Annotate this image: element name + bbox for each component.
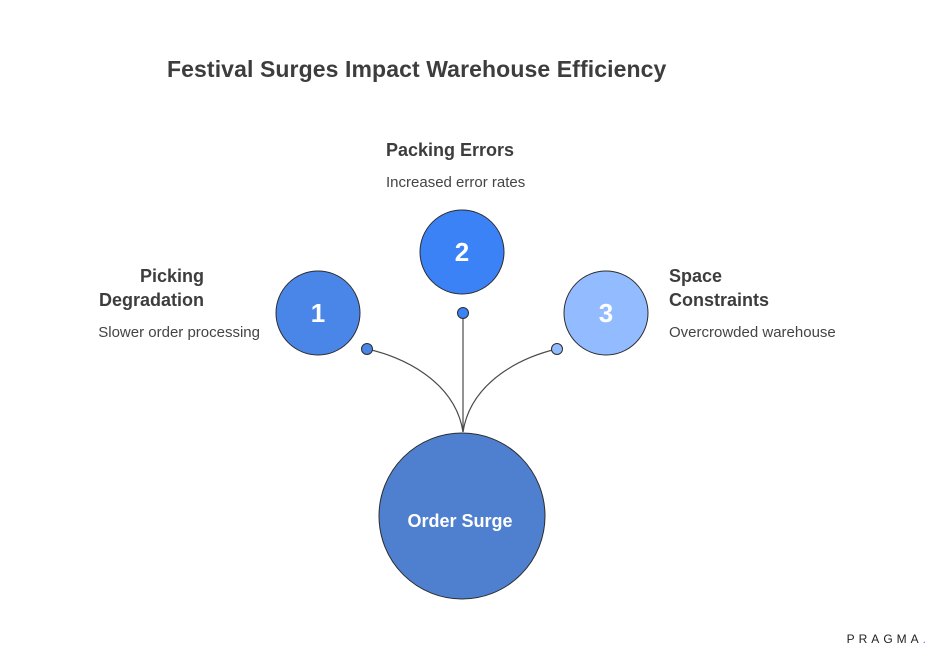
center-label: Order Surge [407,511,512,531]
item-description-3: Overcrowded warehouse [669,324,836,341]
brand-text: PRAGMA [846,632,923,646]
item-heading-3-line2: Constraints [669,290,770,310]
page-title: Festival Surges Impact Warehouse Efficie… [167,56,667,82]
item-heading-3: Space Constraints [669,264,769,312]
connector-dot-2 [457,307,469,319]
brand-logo: PRAGMA. [847,632,926,646]
item-description-2: Increased error rates [386,174,526,191]
brand-dot: . [922,632,926,646]
item-circle-2 [419,209,505,295]
connector-3 [462,348,558,433]
item-heading-1: Picking Degradation [20,264,204,312]
center-circle [378,432,546,600]
connector-dot-3 [551,343,563,355]
item-circle-1 [275,270,361,356]
item-number-3: 3 [599,298,613,328]
item-heading-3-line1: Space [669,266,723,286]
connector-1 [366,348,464,433]
item-number-2: 2 [455,237,469,267]
connector-dot-1 [361,343,373,355]
item-description-1: Slower order processing [98,324,260,341]
item-circle-3 [563,270,649,356]
item-heading-1-line2: Degradation [98,290,204,310]
item-number-1: 1 [311,298,325,328]
item-heading-1-line1: Picking [139,266,204,286]
item-heading-2: Packing Errors [386,140,515,160]
